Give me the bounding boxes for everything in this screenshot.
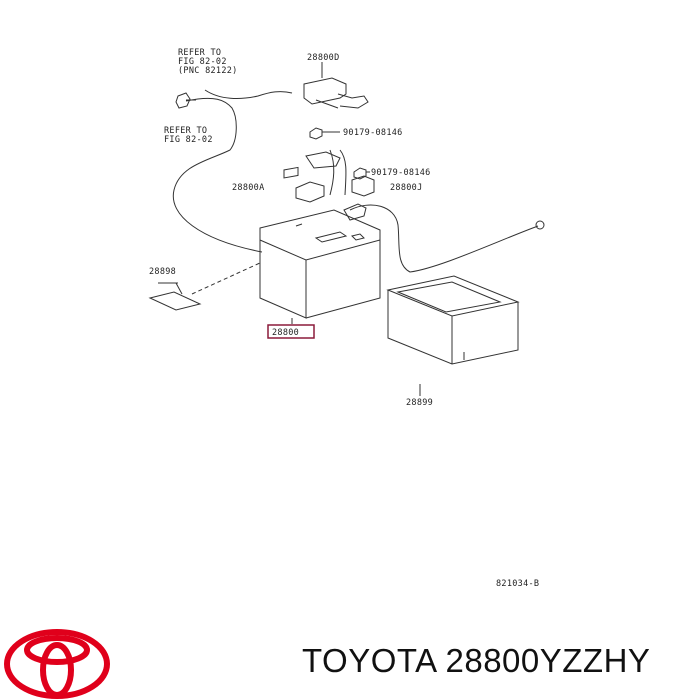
terminal-a xyxy=(295,181,325,203)
label-terminal-a: 28800A xyxy=(232,183,265,193)
label-bolt-1: 90179-08146 xyxy=(343,128,403,138)
highlight-box xyxy=(267,324,315,339)
refer-top-line-3: (PNC 82122) xyxy=(178,66,238,76)
cable-end-ring xyxy=(535,220,545,230)
negative-cable xyxy=(172,97,263,253)
terminal-clamp xyxy=(343,203,367,221)
refer-left-line-2: FIG 82-02 xyxy=(164,135,213,145)
label-insulator: 28898 xyxy=(149,267,176,277)
insulator-leader xyxy=(191,261,263,295)
footer-caption: TOYOTA 28800YZZHY xyxy=(302,642,650,680)
refer-top-line-2: FIG 82-02 xyxy=(178,57,227,67)
bolt-2 xyxy=(353,167,367,180)
insulator xyxy=(148,291,202,311)
label-bolt-2: 90179-08146 xyxy=(371,168,431,178)
bolt-left xyxy=(175,92,196,109)
label-clamp-top: 28800D xyxy=(307,53,340,63)
refer-left-line-1: REFER TO xyxy=(164,126,207,136)
toyota-logo xyxy=(4,629,110,699)
figure-code: 821034-B xyxy=(496,579,539,589)
label-terminal-j: 28800J xyxy=(390,183,423,193)
refer-top-line-1: REFER TO xyxy=(178,48,221,58)
positive-cable xyxy=(349,204,539,273)
terminal-j xyxy=(351,175,375,197)
cable-upper xyxy=(204,89,293,99)
part-number: 28800YZZHY xyxy=(445,642,651,679)
label-tray: 28899 xyxy=(406,398,433,408)
brand-name: TOYOTA xyxy=(302,642,436,679)
battery-tray xyxy=(386,275,520,365)
bolt-1 xyxy=(309,127,323,140)
label-battery: 28800 xyxy=(272,328,299,338)
battery xyxy=(259,166,381,319)
clamp-top xyxy=(303,77,369,109)
terminal-wiring xyxy=(305,149,347,196)
